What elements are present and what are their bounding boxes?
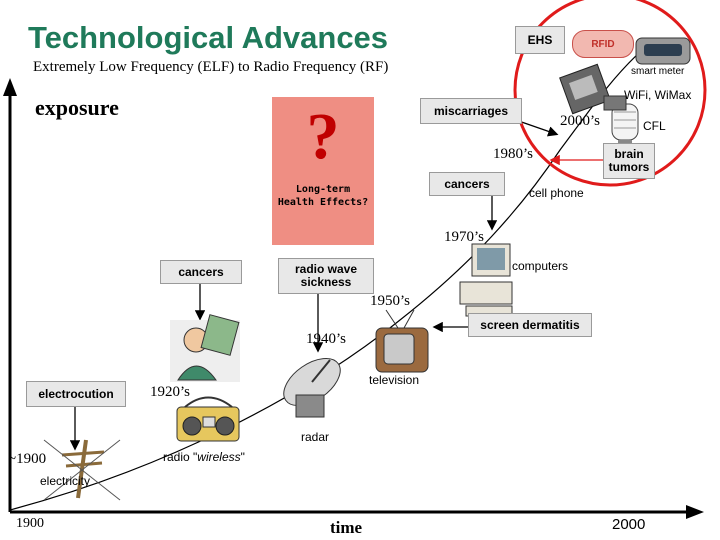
effect-screen-dermatitis-label: screen dermatitis xyxy=(480,317,580,332)
radio-icon xyxy=(176,396,240,442)
decade-1920s: 1920’s xyxy=(150,384,191,400)
x-axis-end-label: 2000 xyxy=(612,516,646,533)
effect-electrocution-box: electrocution xyxy=(26,381,126,407)
ehs-label: EHS xyxy=(527,32,553,47)
decade-1900: ~1900 xyxy=(8,451,47,467)
cell-phone-icon xyxy=(559,63,611,115)
x-axis-start-label: 1900 xyxy=(16,516,44,531)
effect-radio-wave-box: radio wave sickness xyxy=(278,258,374,294)
tech-cfl-label: CFL xyxy=(643,119,666,133)
decade-1970s: 1970’s xyxy=(444,229,485,245)
decade-1950s: 1950’s xyxy=(370,293,411,309)
rfid-badge: RFID xyxy=(572,30,634,58)
ehs-box: EHS xyxy=(515,26,565,54)
decade-1980s: 1980’s xyxy=(493,146,534,162)
tech-wifi-label: WiFi, WiMax xyxy=(624,88,692,102)
page-subtitle: Extremely Low Frequency (ELF) to Radio F… xyxy=(33,59,389,75)
tech-television-label: television xyxy=(369,373,420,387)
radio-prefix: radio " xyxy=(163,450,198,464)
y-axis-label: exposure xyxy=(35,95,119,120)
long-term-line2: Health Effects? xyxy=(277,197,369,208)
effect-cancers-left-label: cancers xyxy=(178,264,224,279)
computer-icon xyxy=(459,243,513,317)
effect-cancers-right-box: cancers xyxy=(429,172,505,196)
tech-computers-label: computers xyxy=(512,259,569,273)
long-term-label: Long-term Health Effects? xyxy=(272,183,374,209)
rfid-label: RFID xyxy=(591,38,615,50)
x-axis xyxy=(10,505,704,519)
tech-radar-label: radar xyxy=(301,430,330,444)
effect-brain-tumors-line2: tumors xyxy=(608,160,650,174)
radio-wireless-word: wireless xyxy=(197,450,241,464)
wifi-laptop-icon xyxy=(603,95,627,111)
tech-radio-label: radio "wireless" xyxy=(163,450,245,464)
effect-brain-tumors-box: brain tumors xyxy=(603,143,655,179)
electric-pole-icon xyxy=(43,439,121,501)
smart-meter-icon xyxy=(635,37,691,65)
radar-dish-icon xyxy=(283,357,341,418)
question-mark: ? xyxy=(306,100,340,173)
long-term-effects-box: ? Long-term Health Effects? xyxy=(272,97,374,245)
effect-miscarriages-label: miscarriages xyxy=(433,103,509,118)
effect-screen-dermatitis-box: screen dermatitis xyxy=(468,313,592,337)
x-axis-label: time xyxy=(330,518,363,537)
decade-2000s: 2000’s xyxy=(560,113,601,129)
exposure-growth-curve xyxy=(9,51,641,511)
tech-smart-meter-label: smart meter xyxy=(631,66,685,77)
effect-electrocution-label: electrocution xyxy=(38,386,114,401)
effect-radio-wave-line1: radio wave xyxy=(294,262,358,276)
effect-cancers-left-box: cancers xyxy=(160,260,242,284)
page-title: Technological Advances xyxy=(28,20,389,55)
long-term-line1: Long-term xyxy=(295,184,351,195)
effect-miscarriages-box: miscarriages xyxy=(420,98,522,124)
effect-brain-tumors-line1: brain xyxy=(614,147,644,161)
tech-electricity-label: electricity xyxy=(40,474,91,488)
cfl-bulb-icon xyxy=(611,103,639,148)
radio-suffix: " xyxy=(240,450,245,464)
y-axis xyxy=(3,78,17,512)
ehs-highlight-ring xyxy=(513,0,707,187)
effect-radio-wave-line2: sickness xyxy=(300,275,352,289)
effect-cancers-right-label: cancers xyxy=(444,176,490,191)
radio-operator-icon xyxy=(170,314,240,382)
television-icon xyxy=(375,309,429,373)
decade-1940s: 1940’s xyxy=(306,331,347,347)
tech-cell-phone-label: cell phone xyxy=(529,186,584,200)
